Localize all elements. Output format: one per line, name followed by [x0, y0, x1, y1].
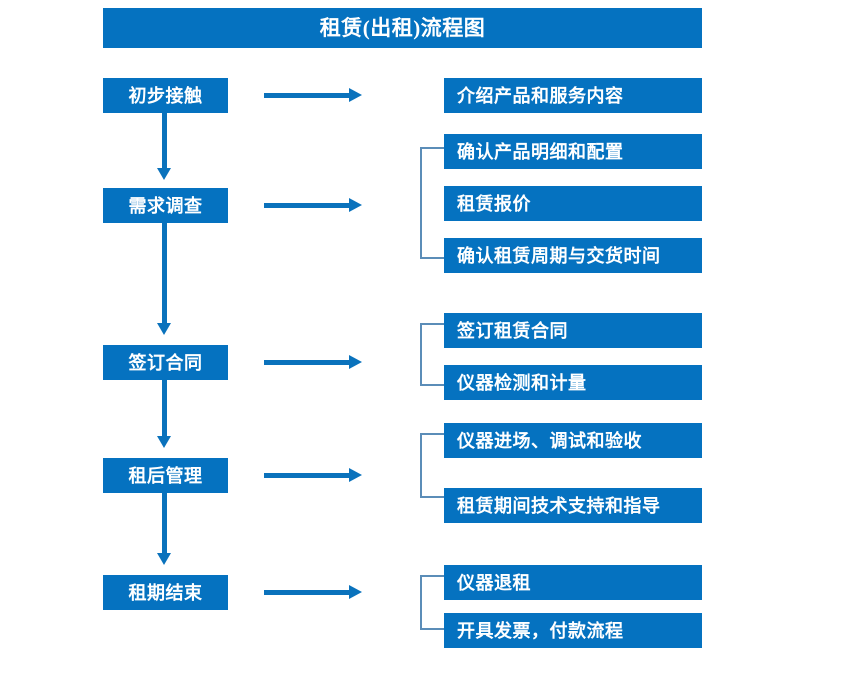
arrow-head	[157, 436, 171, 448]
arrow-head	[349, 468, 362, 482]
arrow-shaft	[162, 223, 167, 323]
arrow-shaft	[162, 493, 167, 553]
stage-label: 初步接触	[128, 85, 203, 106]
down-arrow-icon-4	[157, 493, 172, 565]
detail-box-2[interactable]: 确认产品明细和配置	[444, 134, 702, 169]
detail-label: 租赁报价	[457, 193, 531, 214]
detail-box-5[interactable]: 签订租赁合同	[444, 313, 702, 348]
group-bracket-1	[420, 147, 444, 259]
stage-label: 签订合同	[128, 352, 203, 373]
stage-box-3[interactable]: 签订合同	[103, 345, 228, 380]
down-arrow-icon-1	[157, 113, 172, 180]
arrow-head	[349, 88, 362, 102]
detail-box-8[interactable]: 租赁期间技术支持和指导	[444, 488, 702, 523]
arrow-shaft	[264, 590, 350, 595]
arrow-head	[157, 553, 171, 565]
stage-label: 租期结束	[128, 582, 203, 603]
arrow-head	[349, 585, 362, 599]
group-bracket-2	[420, 323, 444, 386]
detail-box-1[interactable]: 介绍产品和服务内容	[444, 78, 702, 113]
detail-label: 开具发票，付款流程	[457, 620, 624, 641]
down-arrow-icon-2	[157, 223, 172, 335]
detail-label: 签订租赁合同	[457, 320, 568, 341]
right-arrow-icon-5	[264, 585, 362, 599]
right-arrow-icon-2	[264, 198, 362, 212]
down-arrow-icon-3	[157, 380, 172, 448]
arrow-shaft	[162, 380, 167, 436]
arrow-shaft	[264, 93, 350, 98]
detail-label: 仪器进场、调试和验收	[457, 430, 642, 451]
stage-box-2[interactable]: 需求调查	[103, 188, 228, 223]
arrow-head	[157, 323, 171, 335]
arrow-shaft	[264, 473, 350, 478]
detail-box-4[interactable]: 确认租赁周期与交货时间	[444, 238, 702, 273]
detail-box-3[interactable]: 租赁报价	[444, 186, 702, 221]
arrow-head	[157, 168, 171, 180]
arrow-head	[349, 355, 362, 369]
stage-box-1[interactable]: 初步接触	[103, 78, 228, 113]
arrow-shaft	[264, 360, 350, 365]
stage-box-4[interactable]: 租后管理	[103, 458, 228, 493]
detail-box-10[interactable]: 开具发票，付款流程	[444, 613, 702, 648]
detail-box-6[interactable]: 仪器检测和计量	[444, 365, 702, 400]
right-arrow-icon-3	[264, 355, 362, 369]
flowchart-title: 租赁(出租)流程图	[103, 8, 702, 48]
detail-label: 确认租赁周期与交货时间	[457, 245, 661, 266]
arrow-shaft	[264, 203, 350, 208]
stage-label: 需求调查	[128, 195, 203, 216]
arrow-head	[349, 198, 362, 212]
stage-box-5[interactable]: 租期结束	[103, 575, 228, 610]
detail-label: 仪器退租	[457, 572, 531, 593]
detail-label: 确认产品明细和配置	[457, 141, 624, 162]
right-arrow-icon-1	[264, 88, 362, 102]
right-arrow-icon-4	[264, 468, 362, 482]
group-bracket-4	[420, 575, 444, 630]
detail-label: 仪器检测和计量	[457, 372, 587, 393]
detail-label: 租赁期间技术支持和指导	[457, 495, 661, 516]
stage-label: 租后管理	[128, 465, 203, 486]
group-bracket-3	[420, 433, 444, 498]
detail-label: 介绍产品和服务内容	[457, 85, 624, 106]
arrow-shaft	[162, 113, 167, 168]
detail-box-9[interactable]: 仪器退租	[444, 565, 702, 600]
detail-box-7[interactable]: 仪器进场、调试和验收	[444, 423, 702, 458]
